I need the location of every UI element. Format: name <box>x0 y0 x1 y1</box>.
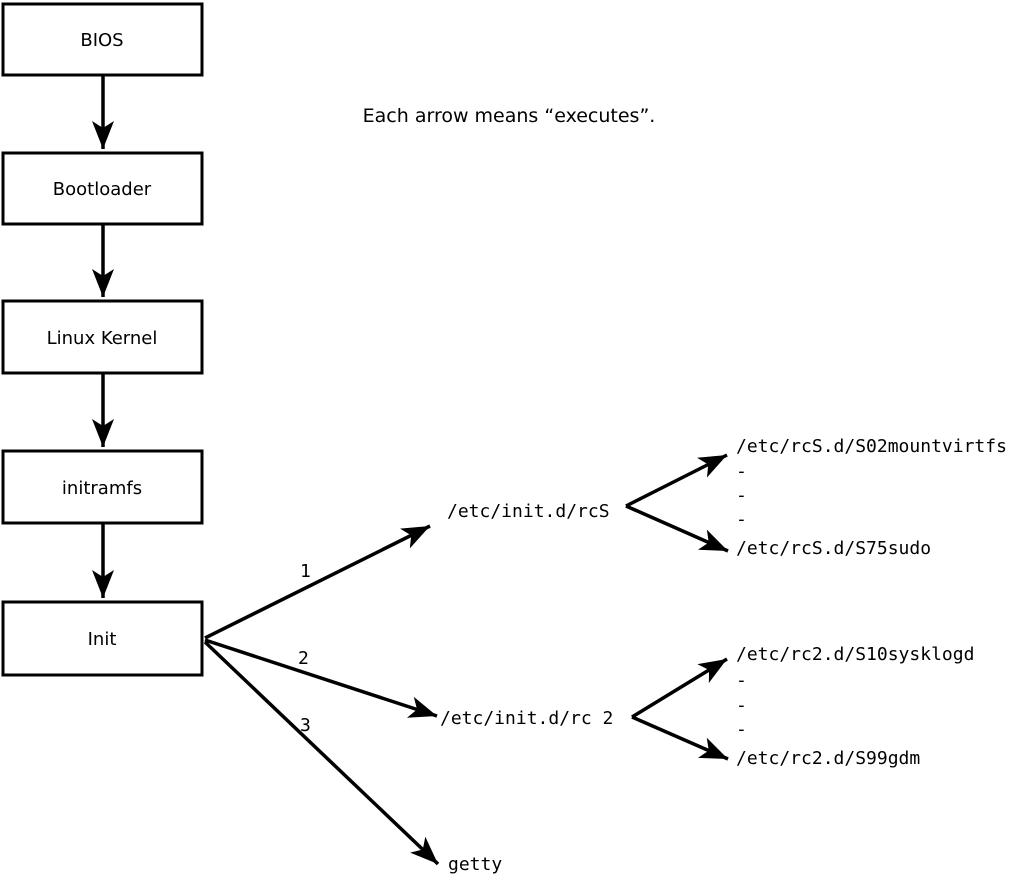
box-linux-kernel-label: Linux Kernel <box>47 328 158 349</box>
rc2-child-label-1: - <box>736 670 747 691</box>
box-initramfs-rect <box>1 449 204 525</box>
rcs-fan-arrow-bottom <box>625 504 729 553</box>
rc2-child-label-2: - <box>736 695 747 716</box>
branch-arrow-1 <box>204 524 431 640</box>
target-label-getty: getty <box>448 854 502 875</box>
target-label-rc2: /etc/init.d/rc 2 <box>440 708 613 729</box>
rc2-child-label-0: /etc/rc2.d/S10sysklogd <box>736 644 974 665</box>
box-init-label: Init <box>88 629 117 650</box>
rcs-child-label-4: /etc/rcS.d/S75sudo <box>736 538 931 559</box>
box-bootloader: Bootloader <box>1 151 204 226</box>
box-initramfs: initramfs <box>1 449 204 525</box>
branch-number-2: 2 <box>298 648 309 669</box>
rcs-child-label-1: - <box>736 461 747 482</box>
box-bios-label: BIOS <box>80 30 123 51</box>
box-bootloader-label: Bootloader <box>53 179 152 200</box>
rc2-fan-arrow-bottom <box>631 715 729 761</box>
branch-number-1: 1 <box>300 561 311 582</box>
box-bios-rect <box>1 2 204 77</box>
box-init-rect <box>1 600 204 677</box>
rc2-child-label-3: - <box>736 719 747 740</box>
branch-arrow-2 <box>204 638 438 718</box>
box-init: Init <box>1 600 204 677</box>
box-linux-kernel-rect <box>1 299 204 375</box>
rcs-child-label-2: - <box>736 485 747 506</box>
box-bootloader-rect <box>1 151 204 226</box>
box-bios: BIOS <box>1 2 204 77</box>
branch-number-3: 3 <box>300 715 311 736</box>
box-initramfs-label: initramfs <box>62 478 142 499</box>
rc2-child-label-4: /etc/rc2.d/S99gdm <box>736 748 920 769</box>
rc2-fan-arrow-top <box>631 657 728 719</box>
branch-arrow-3 <box>203 640 440 866</box>
box-linux-kernel: Linux Kernel <box>1 299 204 375</box>
rcs-child-label-0: /etc/rcS.d/S02mountvirtfs <box>736 436 1007 457</box>
target-label-rcs: /etc/init.d/rcS <box>447 501 610 522</box>
rcs-child-label-3: - <box>736 509 747 530</box>
rcs-fan-arrow-top <box>625 453 728 508</box>
diagram-caption: Each arrow means “executes”. <box>363 105 656 127</box>
